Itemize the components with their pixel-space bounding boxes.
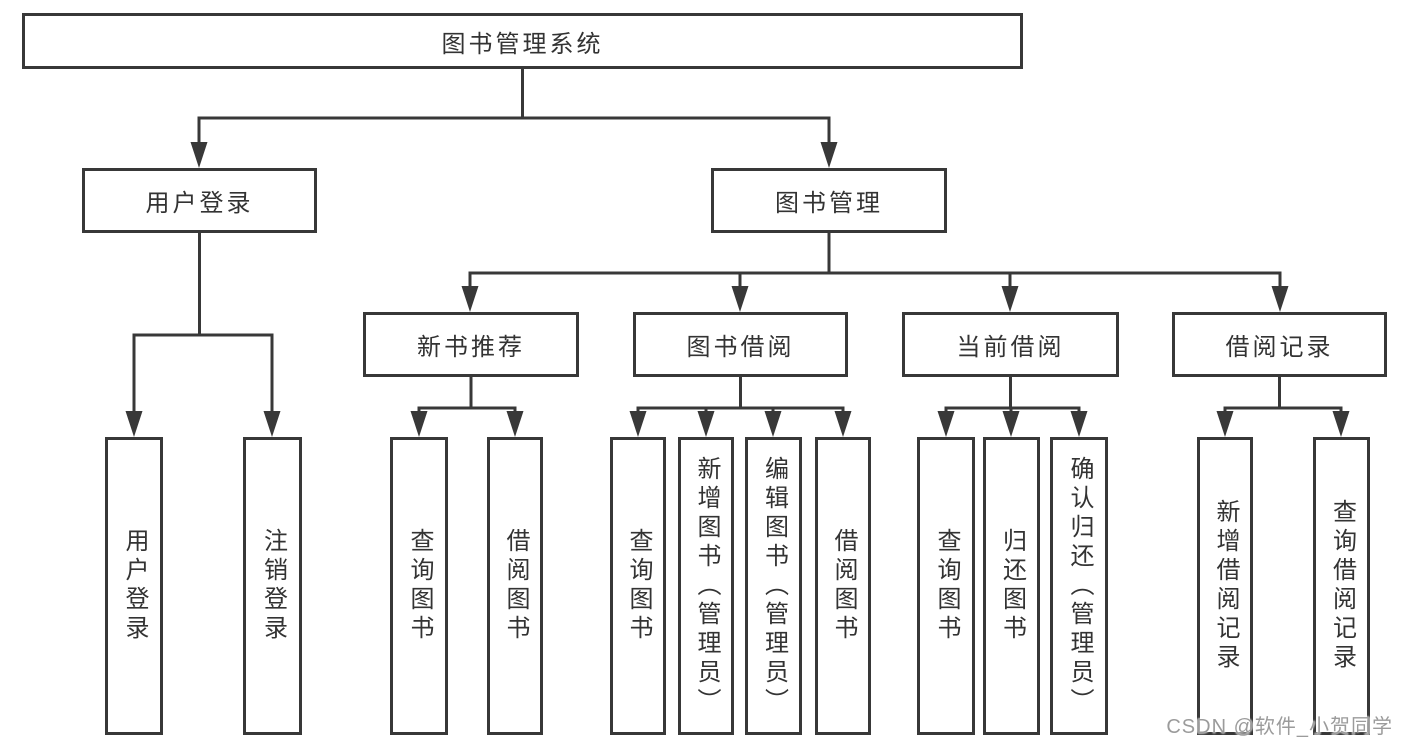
leaf-borrow-books: 借阅图书 [815, 437, 871, 735]
node-user-login: 用户登录 [82, 168, 317, 233]
leaf-add-borrow-record: 新增借阅记录 [1197, 437, 1253, 735]
csdn-watermark: CSDN @软件_小贺同学 [1166, 716, 1393, 738]
node-borrow-record: 借阅记录 [1172, 312, 1387, 377]
node-user-login-label: 用户登录 [145, 190, 254, 217]
leaf-user-login-label: 用户登录 [121, 528, 148, 644]
leaf-edit-books-admin-label: 编辑图书（管理员） [760, 455, 788, 717]
node-book-borrow-label: 图书借阅 [686, 334, 795, 361]
leaf-query-books-current: 查询图书 [917, 437, 975, 735]
leaf-query-books-borrow-label: 查询图书 [625, 528, 652, 644]
leaf-query-books-borrow: 查询图书 [610, 437, 666, 735]
leaf-logout: 注销登录 [243, 437, 302, 735]
leaf-borrow-books-label: 借阅图书 [830, 528, 857, 644]
node-book-management: 图书管理 [711, 168, 947, 233]
node-new-book-recommend-label: 新书推荐 [417, 334, 525, 361]
leaf-return-books: 归还图书 [983, 437, 1040, 735]
leaf-add-books-admin: 新增图书（管理员） [678, 437, 734, 735]
leaf-logout-label: 注销登录 [259, 528, 287, 644]
node-current-borrow-label: 当前借阅 [956, 334, 1065, 361]
node-book-borrow: 图书借阅 [633, 312, 848, 377]
leaf-add-borrow-record-label: 新增借阅记录 [1212, 499, 1239, 673]
node-book-management-label: 图书管理 [775, 190, 883, 217]
leaf-confirm-return-admin: 确认归还（管理员） [1050, 437, 1108, 735]
node-new-book-recommend: 新书推荐 [363, 312, 579, 377]
node-borrow-record-label: 借阅记录 [1225, 334, 1334, 361]
leaf-query-books-recommend: 查询图书 [390, 437, 448, 735]
node-root-system: 图书管理系统 [22, 13, 1023, 69]
leaf-query-books-recommend-label: 查询图书 [406, 528, 433, 644]
leaf-user-login: 用户登录 [105, 437, 163, 735]
leaf-borrow-books-recommend: 借阅图书 [487, 437, 543, 735]
leaf-query-borrow-record: 查询借阅记录 [1313, 437, 1370, 735]
leaf-edit-books-admin: 编辑图书（管理员） [745, 437, 802, 735]
leaf-borrow-books-recommend-label: 借阅图书 [502, 528, 529, 644]
arrowhead-icons [125, 142, 1350, 437]
node-root-label: 图书管理系统 [441, 30, 604, 58]
leaf-add-books-admin-label: 新增图书（管理员） [693, 455, 720, 717]
leaf-query-borrow-record-label: 查询借阅记录 [1328, 499, 1356, 673]
node-current-borrow: 当前借阅 [902, 312, 1119, 377]
leaf-confirm-return-admin-label: 确认归还（管理员） [1066, 455, 1093, 717]
leaf-query-books-current-label: 查询图书 [933, 528, 960, 644]
leaf-return-books-label: 归还图书 [998, 528, 1026, 644]
